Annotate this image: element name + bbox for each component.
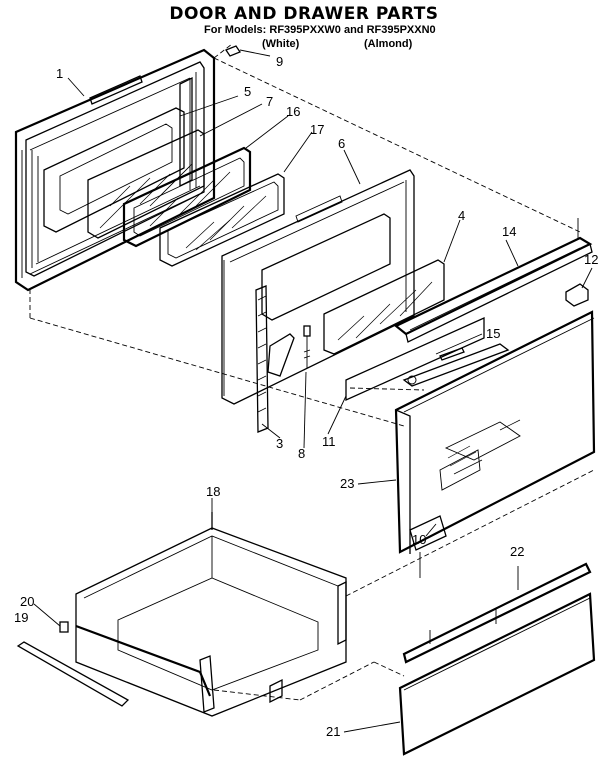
door-liner: [43, 107, 185, 233]
almond-label: (Almond): [364, 38, 413, 50]
callout-12: 12: [584, 252, 598, 267]
screw: [303, 325, 311, 368]
storage-drawer: [75, 512, 347, 717]
drawer-trim: [402, 562, 592, 664]
callout-15: 15: [486, 326, 500, 341]
white-label: (White): [262, 38, 300, 50]
door-screw-part: [225, 45, 241, 57]
callout-20: 20: [20, 594, 34, 609]
callout-5: 5: [244, 84, 251, 99]
door-glass: [323, 259, 445, 355]
oven-door-assembly: [394, 310, 596, 578]
window-glass: [159, 173, 285, 267]
callout-14: 14: [502, 224, 516, 239]
callout-21: 21: [326, 724, 340, 739]
callout-16: 16: [286, 104, 300, 119]
door-latch: [409, 515, 447, 551]
callout-22: 22: [510, 544, 524, 559]
callout-11: 11: [322, 434, 336, 449]
page-title: DOOR AND DRAWER PARTS: [169, 4, 439, 24]
leader-lines: [33, 49, 593, 733]
outer-door-panel: [14, 48, 216, 292]
drawer-front-panel: [398, 592, 596, 756]
inner-door-panel: [221, 169, 415, 405]
door-clip: [267, 333, 295, 377]
callout-19: 19: [14, 610, 28, 625]
models-line: For Models: RF395PXXW0 and RF395PXXN0: [204, 24, 436, 36]
callout-labels: 1 5 7 16 17 6 9 4 14 12 15 3 8 11 23 10 …: [14, 54, 598, 739]
door-handle: [393, 218, 593, 343]
handle-bracket: [565, 283, 589, 307]
glass-frame: [122, 146, 252, 248]
drawer-roller: [59, 621, 69, 633]
callout-23: 23: [340, 476, 354, 491]
callout-10: 10: [412, 532, 426, 547]
callout-6: 6: [338, 136, 345, 151]
door-channel: [345, 316, 485, 402]
callout-9: 9: [276, 54, 283, 69]
callout-7: 7: [266, 94, 273, 109]
callout-3: 3: [276, 436, 283, 451]
side-gasket: [255, 285, 269, 433]
callout-4: 4: [458, 208, 465, 223]
callout-17: 17: [310, 122, 324, 137]
callout-1: 1: [56, 66, 63, 81]
assembly-lines: [29, 43, 595, 701]
callout-8: 8: [298, 446, 305, 461]
drawer-slide-rail: [16, 641, 130, 707]
callout-18: 18: [206, 484, 220, 499]
